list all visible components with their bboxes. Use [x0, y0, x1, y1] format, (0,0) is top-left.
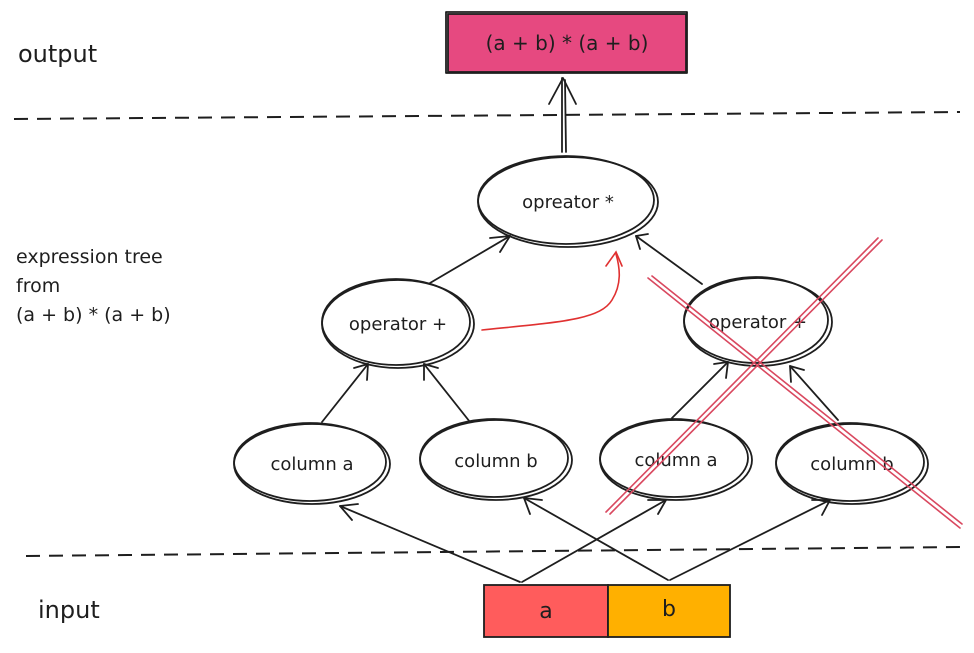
- output-box-text: (a + b) * (a + b): [486, 31, 649, 55]
- node-left-column-b: column b: [419, 418, 573, 501]
- reuse-arrow: [481, 250, 623, 331]
- edge-right-col-b-to-right-op: [789, 365, 839, 421]
- edge-left-op-to-root: [429, 235, 511, 284]
- arrow-input-a-to-right-col-a: [521, 499, 667, 583]
- description-line-1: expression tree: [16, 246, 163, 268]
- arrow-root-to-output: [548, 77, 577, 153]
- arrow-input-a-to-left-col-a: [339, 503, 521, 583]
- node-left-column-a: column a: [233, 422, 391, 505]
- edge-right-col-a-to-right-op: [671, 361, 729, 419]
- node-right-column-a-label: column a: [634, 450, 717, 471]
- node-right-column-a: column a: [599, 418, 753, 501]
- cross-out-mark: [605, 237, 963, 529]
- node-left-operator-label: operator +: [349, 314, 447, 335]
- edge-left-col-b-to-left-op: [423, 363, 471, 423]
- edge-left-col-a-to-left-op: [321, 363, 369, 423]
- node-right-column-b-label: column b: [810, 454, 893, 475]
- input-label: input: [38, 596, 100, 624]
- output-separator-line: [13, 111, 961, 120]
- edge-right-op-to-root: [635, 233, 703, 285]
- arrow-input-b-to-right-col-b: [669, 499, 831, 581]
- node-left-column-a-label: column a: [270, 454, 353, 475]
- node-left-operator: operator +: [321, 278, 475, 369]
- node-left-column-b-label: column b: [454, 451, 537, 472]
- node-root-label: opreator *: [522, 192, 614, 213]
- output-box-rect: [447, 13, 687, 73]
- node-right-operator-label: operator +: [709, 312, 807, 333]
- input-separator-line: [25, 546, 961, 557]
- output-box: (a + b) * (a + b): [445, 11, 688, 74]
- input-table: a b: [483, 584, 731, 638]
- input-cell-a: [483, 584, 609, 638]
- input-cell-b: [607, 584, 731, 638]
- input-cell-b-text: b: [662, 597, 676, 622]
- input-cell-a-text: a: [539, 599, 552, 624]
- description-line-2: from: [16, 275, 60, 297]
- description-line-3: (a + b) * (a + b): [16, 304, 171, 326]
- node-right-operator: operator +: [683, 276, 833, 367]
- node-root-operator: opreator *: [477, 155, 659, 248]
- node-right-column-b: column b: [775, 422, 929, 505]
- output-label: output: [18, 40, 97, 68]
